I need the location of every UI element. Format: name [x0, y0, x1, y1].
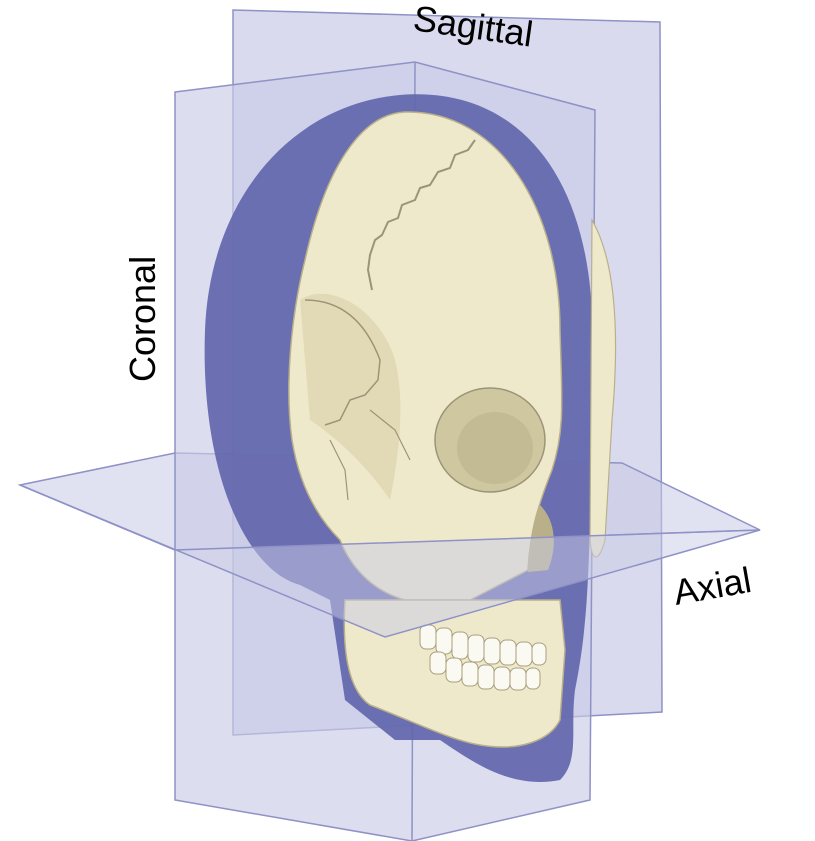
label-axial: Axial: [670, 559, 754, 613]
skull-eye-socket-inner: [457, 412, 533, 484]
label-coronal: Coronal: [122, 256, 163, 382]
